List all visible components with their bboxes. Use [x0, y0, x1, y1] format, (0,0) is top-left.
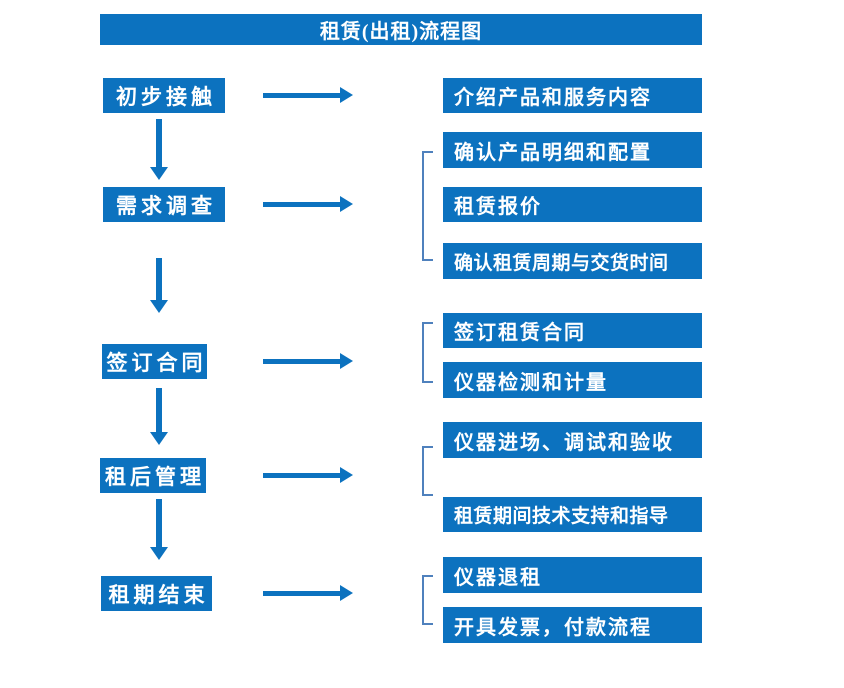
- step-box-post-rental-management: 租后管理: [100, 458, 206, 493]
- detail-label: 租赁报价: [454, 196, 542, 218]
- right-arrow-icon: [263, 87, 353, 103]
- detail-label: 确认产品明细和配置: [454, 141, 652, 164]
- down-arrow-icon: [150, 258, 168, 313]
- detail-label: 仪器退租: [454, 566, 542, 589]
- detail-box-tech-support: 租赁期间技术支持和指导: [443, 497, 702, 532]
- step-box-sign-contract: 签订合同: [102, 344, 207, 379]
- detail-box-rental-quote: 租赁报价: [443, 187, 702, 222]
- detail-box-sign-rental-contract: 签订租赁合同: [443, 313, 702, 348]
- detail-box-instrument-testing: 仪器检测和计量: [443, 362, 702, 398]
- right-arrow-icon: [263, 467, 353, 483]
- step-box-rental-end: 租期结束: [101, 576, 212, 611]
- detail-label: 仪器检测和计量: [454, 371, 608, 394]
- down-arrow-icon: [150, 388, 168, 445]
- group-bracket-rental-end: [422, 575, 433, 625]
- step-label: 需求调查: [116, 193, 216, 218]
- right-arrow-icon: [263, 585, 353, 601]
- detail-label: 仪器进场、调试和验收: [454, 431, 674, 454]
- down-arrow-icon: [150, 119, 168, 180]
- detail-box-instrument-entry-acceptance: 仪器进场、调试和验收: [443, 422, 702, 458]
- detail-box-invoice-payment: 开具发票，付款流程: [443, 607, 702, 643]
- right-arrow-icon: [263, 353, 353, 369]
- detail-label: 开具发票，付款流程: [454, 616, 652, 639]
- down-arrow-icon: [150, 499, 168, 560]
- detail-label: 介绍产品和服务内容: [454, 87, 652, 109]
- detail-box-instrument-return: 仪器退租: [443, 557, 702, 593]
- detail-label: 签订租赁合同: [454, 322, 586, 344]
- detail-box-confirm-period-delivery: 确认租赁周期与交货时间: [443, 243, 702, 279]
- flowchart-title: 租赁(出租)流程图: [319, 21, 483, 43]
- group-bracket-sign-contract: [422, 322, 433, 383]
- step-box-demand-survey: 需求调查: [103, 187, 225, 222]
- detail-label: 确认租赁周期与交货时间: [454, 252, 669, 274]
- group-bracket-demand-survey: [422, 151, 433, 261]
- step-label: 租期结束: [108, 582, 209, 607]
- step-label: 租后管理: [105, 464, 205, 489]
- step-box-initial-contact: 初步接触: [103, 78, 225, 113]
- step-label: 签订合同: [106, 350, 207, 375]
- detail-box-confirm-product-details: 确认产品明细和配置: [443, 132, 702, 168]
- right-arrow-icon: [263, 196, 353, 212]
- detail-label: 租赁期间技术支持和指导: [454, 506, 669, 527]
- group-bracket-post-rental: [422, 446, 433, 496]
- detail-box-introduce-products: 介绍产品和服务内容: [443, 78, 702, 113]
- step-label: 初步接触: [116, 84, 216, 109]
- flowchart-title-bar: 租赁(出租)流程图: [100, 14, 702, 45]
